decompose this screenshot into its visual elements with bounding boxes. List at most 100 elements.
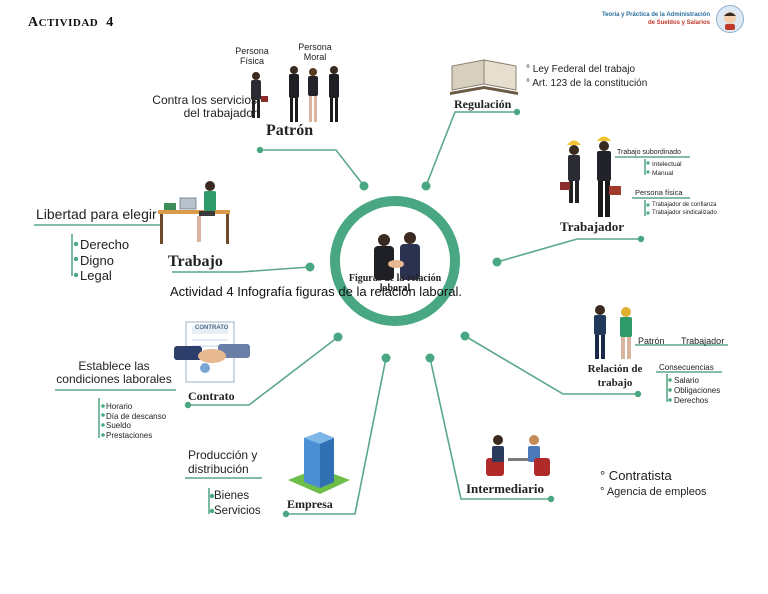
book-illustration xyxy=(450,59,518,95)
contrato-title: Contrato xyxy=(188,389,235,403)
person-figure xyxy=(329,66,339,122)
connector-patron xyxy=(260,149,365,187)
person-figure xyxy=(289,66,299,122)
relacion-trabajador-label: Trabajador xyxy=(681,336,725,346)
contrato-doc-label: CONTRATO xyxy=(195,325,229,331)
dot xyxy=(101,413,105,417)
connector-trabajo xyxy=(172,266,311,273)
dot xyxy=(492,257,502,267)
handshake-people-icon xyxy=(374,232,420,280)
trabajo-subordinado-label: Trabajo subordinado xyxy=(617,149,681,156)
relacion-title: Relación de trabajo xyxy=(587,363,643,389)
brand-face-icon xyxy=(724,12,736,30)
list-item: Derecho xyxy=(80,237,130,252)
trabajador-illustration xyxy=(560,136,621,217)
contrato-lead: Establece las condiciones laborales xyxy=(56,359,172,386)
center-ring xyxy=(330,196,460,326)
regulacion-list: ° Ley Federal del trabajo ° Art. 123 de … xyxy=(526,63,647,91)
brand-text: Teoría y Práctica de la Administración d… xyxy=(602,11,710,27)
brand-line1: Teoría y Práctica de la Administración xyxy=(601,12,710,18)
dot xyxy=(101,433,105,437)
dot xyxy=(547,495,555,503)
persona-fisica-list: Trabajador de confianza Trabajador sindi… xyxy=(652,201,717,217)
dot xyxy=(359,181,369,191)
dot xyxy=(73,256,79,262)
caption: Actividad 4 Infografía figuras de la rel… xyxy=(170,284,462,299)
list-item: Trabajador sindicalizado xyxy=(652,210,717,216)
dot xyxy=(668,398,672,402)
dot xyxy=(668,388,672,392)
dot xyxy=(209,508,215,514)
activity-prefix: A xyxy=(28,15,39,30)
brand-line2: de Sueldos y Salarios xyxy=(647,20,710,26)
dot xyxy=(425,353,435,363)
person-figure xyxy=(251,72,268,118)
intermediario-item-2: ° Agencia de empleos xyxy=(600,486,707,498)
trabajador-title: Trabajador xyxy=(560,219,625,234)
trabajo-list: Derecho Digno Legal xyxy=(80,237,129,284)
dot xyxy=(305,262,315,272)
dot xyxy=(101,423,105,427)
intermediario-title: Intermediario xyxy=(466,481,544,496)
list-item: Prestaciones xyxy=(106,430,153,440)
patron-title: Patrón xyxy=(266,122,314,139)
trabajo-title: Trabajo xyxy=(168,253,223,270)
trabajo-lead: Libertad para elegir xyxy=(36,206,157,222)
connector-trabajador xyxy=(496,238,641,263)
list-item: Digno xyxy=(80,252,114,268)
dot xyxy=(101,404,105,408)
patron-description: Contra los servicios del trabajador xyxy=(152,93,257,120)
list-item: ° Art. 123 de la constitución xyxy=(526,78,648,89)
empresa-illustration xyxy=(288,432,350,494)
person-figure xyxy=(308,68,318,122)
dot xyxy=(513,108,521,116)
subordinado-list: Intelectual Manual xyxy=(652,160,682,178)
activity-heading: ACTIVIDAD 4 xyxy=(28,15,114,31)
dot xyxy=(460,331,470,341)
dot xyxy=(73,241,79,247)
dot xyxy=(421,181,431,191)
regulacion-title: Regulación xyxy=(454,97,512,111)
dot xyxy=(282,510,290,518)
dot xyxy=(646,211,650,215)
list-item: ° Ley Federal del trabajo xyxy=(526,64,636,75)
list-item: Intelectual xyxy=(652,161,682,168)
list-item: Legal xyxy=(80,268,112,283)
list-item: Trabajador de confianza xyxy=(652,202,717,208)
contrato-list: Horario Día de descanso Sueldo Prestacio… xyxy=(106,402,166,440)
empresa-title: Empresa xyxy=(287,497,333,511)
dot xyxy=(381,353,391,363)
person-figure xyxy=(597,136,621,217)
activity-number: 4 xyxy=(106,15,114,30)
list-item: Servicios xyxy=(214,505,261,517)
trabajo-illustration xyxy=(158,181,230,244)
list-item: Salario xyxy=(674,376,699,385)
contrato-illustration xyxy=(174,321,250,383)
connector-regulacion xyxy=(425,111,517,187)
list-item: Obligaciones xyxy=(674,386,721,395)
list-item: Bienes xyxy=(214,490,250,502)
intermediario-item-1: ° Contratista xyxy=(600,468,672,483)
dot xyxy=(184,401,192,409)
connector-empresa xyxy=(286,357,387,515)
dot xyxy=(209,493,215,499)
connector-lines xyxy=(34,111,728,515)
dot xyxy=(646,161,650,165)
empresa-lead: Producción y distribución xyxy=(188,448,258,476)
dot xyxy=(73,272,79,278)
persona-fisica-label: Persona Física xyxy=(235,46,269,66)
persona-moral-label: Persona Moral xyxy=(298,42,332,62)
dot xyxy=(668,378,672,382)
dot xyxy=(637,235,645,243)
dot xyxy=(646,203,650,207)
center-label: Figuras de la relación laboral xyxy=(348,273,442,294)
connector-relacion xyxy=(464,335,638,395)
dot xyxy=(634,390,642,398)
list-item: Derechos xyxy=(674,396,709,405)
relacion-patron-label: Patrón xyxy=(638,336,665,346)
persona-fisica-trabajador-label: Persona física xyxy=(635,188,683,197)
activity-rest: CTIVIDAD xyxy=(38,17,99,29)
empresa-list: Bienes Servicios xyxy=(214,489,261,519)
connector-intermediario xyxy=(429,357,551,500)
